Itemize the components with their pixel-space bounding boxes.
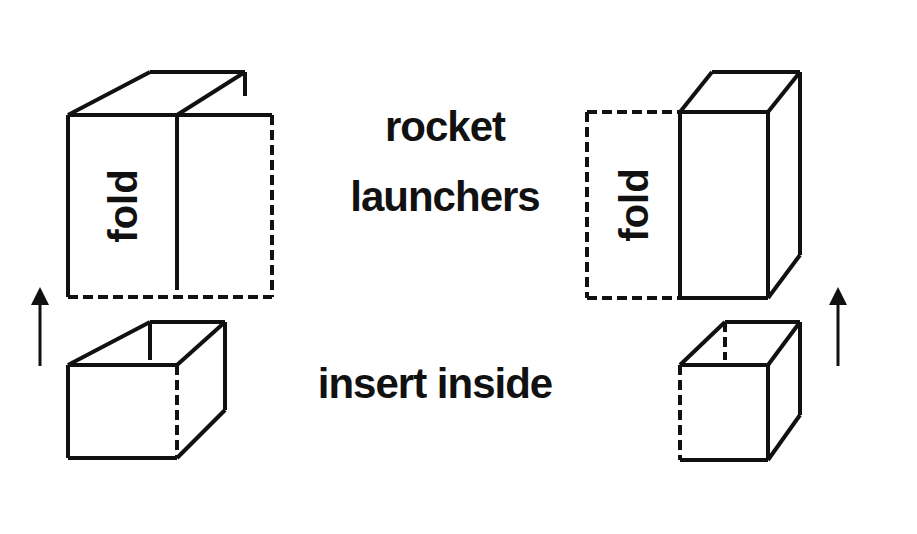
instruction-label: rocket launchers: [290, 92, 600, 232]
fold-panel: fold: [72, 120, 174, 292]
fold-panel: fold: [591, 117, 677, 293]
fold-label: fold: [614, 168, 654, 241]
instruction-label: insert inside: [245, 356, 625, 412]
fold-label: fold: [103, 169, 143, 242]
